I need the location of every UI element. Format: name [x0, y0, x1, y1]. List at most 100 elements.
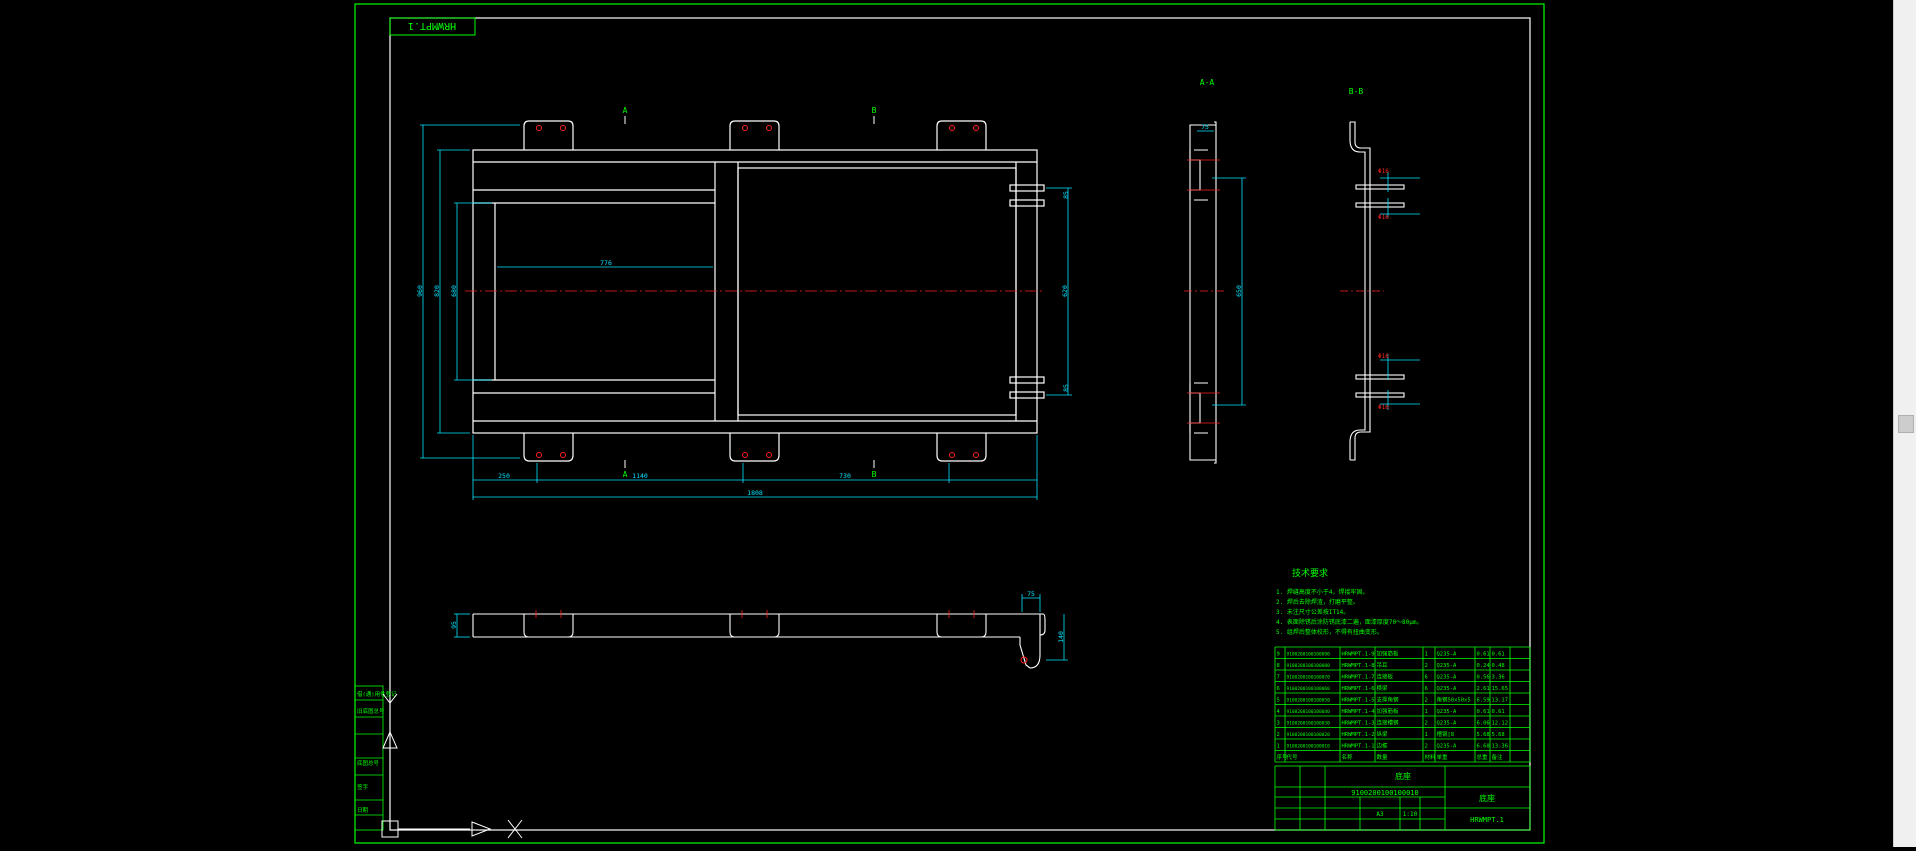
bom-cell-code: 9100200100100090 — [1287, 652, 1331, 658]
bom-cell-name: 连接槽钢 — [1377, 719, 1400, 727]
bom-cell-no: 3 — [1277, 721, 1280, 727]
vertical-scrollbar[interactable] — [1893, 0, 1916, 847]
tech-notes: 技术要求 1. 焊缝高度不小于4，焊接牢固。 2. 焊后去除焊渣，打磨平整。 3… — [1276, 567, 1423, 636]
bom-cell-w2: 15.65 — [1492, 686, 1509, 692]
dim-bb-3: Φ16 — [1378, 353, 1389, 360]
bom-cell-name: 加强筋板 — [1377, 707, 1400, 715]
bom-cell-code: 9100200100100070 — [1287, 675, 1331, 681]
lug-top-3 — [936, 120, 987, 150]
lug-bottom-3 — [936, 433, 987, 462]
bom-cell-code: 9100200100100040 — [1287, 709, 1331, 715]
top-view — [472, 120, 1045, 462]
bom-cell-material: Q235-A — [1437, 709, 1458, 715]
bom-cell-w2: 0.61 — [1492, 709, 1505, 715]
bom-cell-no: 5 — [1277, 698, 1280, 704]
bom-cell-qty: 2 — [1425, 698, 1428, 704]
bom-cell-no: 4 — [1277, 709, 1281, 715]
title-block-code: 9100200100100010 — [1351, 789, 1418, 797]
bom-cell-name: 纵梁 — [1377, 730, 1389, 738]
bom-cell-name: 支撑角钢 — [1377, 696, 1400, 704]
tech-note-5: 5. 组焊后整体校形，不得有扭曲变形。 — [1276, 628, 1383, 636]
lug-bottom-2 — [729, 433, 780, 462]
left-strip-2: 旧底图总号 — [357, 707, 385, 715]
bom-cell-code: 9100200100100050 — [1287, 698, 1331, 704]
bom-cell-code: 9100200100100080 — [1287, 663, 1331, 669]
bom-cell-qty: 6 — [1425, 675, 1428, 681]
play-arrow-icon — [471, 821, 492, 837]
bom-cell-w2: 12.12 — [1492, 721, 1509, 727]
view-aa-label: A-A — [1200, 78, 1215, 87]
bom-cell-material: Q235-A — [1437, 744, 1458, 750]
bom-cell-drawing: HRWMPT.1-5 — [1342, 698, 1375, 704]
bom-cell-name: 连接板 — [1377, 673, 1394, 681]
bom-cell-drawing: HRWMPT.1-4 — [1342, 709, 1376, 715]
tech-notes-title: 技术要求 — [1292, 567, 1328, 579]
dim-height-inner: 680 — [450, 285, 458, 297]
bom-cell-w1: 6.06 — [1477, 721, 1490, 727]
dim-right-small-top: 85 — [1062, 191, 1070, 199]
bom-cell-material: 槽钢[8 — [1437, 730, 1455, 738]
bom-cell-material: Q235-A — [1437, 652, 1458, 658]
bom-cell-qty: 1 — [1425, 652, 1428, 658]
bom-cell-w1: 0.56 — [1477, 675, 1490, 681]
tech-note-4: 4. 表面除锈后涂防锈底漆二遍，面漆厚度70～80μm。 — [1276, 618, 1423, 626]
bom-cell-drawing: HRWMPT.1-7 — [1342, 675, 1375, 681]
bom-cell-w1: 0.61 — [1477, 652, 1490, 658]
drawing-no-box — [389, 17, 476, 36]
dim-overall-length: 1808 — [747, 489, 763, 497]
outer-frame — [354, 3, 1545, 844]
dim-height-mid: 820 — [433, 285, 441, 297]
dim-right-small-bottom: 85 — [1062, 384, 1070, 392]
view-bb-label: B-B — [1349, 87, 1364, 96]
bom-cell-drawing: HRWMPT.1-9 — [1342, 652, 1375, 658]
section-bb-view — [1349, 121, 1405, 461]
bom-cell-w1: 5.68 — [1477, 732, 1490, 738]
lug-bottom-1 — [523, 433, 574, 462]
section-a-bottom: A — [623, 470, 628, 479]
top-view-dimensions — [420, 124, 1072, 500]
bom-cell-w1: 0.24 — [1477, 663, 1491, 669]
bom-cell-w2: 13.36 — [1492, 744, 1509, 750]
bom-header-cell: 备注 — [1492, 753, 1504, 761]
bom-header-cell: 名称 — [1342, 753, 1354, 761]
dim-height-outer: 960 — [416, 285, 424, 297]
dim-bottom-mid: 1140 — [632, 472, 648, 480]
dim-bb-1: Φ16 — [1378, 168, 1389, 175]
bom-cell-code: 9100200100100060 — [1287, 686, 1331, 692]
bom-cell-code: 9100200100100010 — [1287, 744, 1331, 750]
dim-side-right-height: 140 — [1057, 631, 1065, 643]
scrollbar-thumb[interactable] — [1898, 415, 1914, 433]
bom-cell-w2: 0.61 — [1492, 652, 1505, 658]
title-block-scale: 1:10 — [1403, 811, 1418, 818]
section-b-top: B — [872, 106, 877, 115]
title-block-part-name: 底座 — [1479, 793, 1495, 803]
bom-cell-w1: 0.61 — [1477, 709, 1490, 715]
bom-header-cell: 数量 — [1377, 753, 1389, 761]
tech-note-2: 2. 焊后去除焊渣，打磨平整。 — [1276, 598, 1359, 606]
left-strip-1: 借(通)用件登记 — [357, 690, 397, 698]
main-frame — [472, 149, 1038, 434]
bom-cell-material: Q235-A — [1437, 686, 1458, 692]
bom-header-cell: 序号 — [1277, 753, 1289, 761]
dim-side-left: 95 — [450, 621, 458, 629]
bom-cell-no: 1 — [1277, 744, 1280, 750]
left-strip — [354, 685, 384, 831]
tech-note-3: 3. 未注尺寸公差按IT14。 — [1276, 608, 1349, 616]
dim-bb-4: Φ16 — [1378, 404, 1389, 411]
section-aa-view — [1189, 121, 1217, 464]
bom-cell-qty: 1 — [1425, 732, 1428, 738]
lug-top-2 — [729, 120, 780, 150]
left-strip-4: 签字 — [357, 783, 369, 791]
bom-cell-w2: 13.17 — [1492, 698, 1509, 704]
bom-cell-name: 加强筋板 — [1377, 650, 1400, 658]
section-b-bottom: B — [872, 470, 877, 479]
bom-cell-qty: 2 — [1425, 663, 1428, 669]
bom-cell-w2: 5.68 — [1492, 732, 1505, 738]
bom-cell-material: Q235-A — [1437, 663, 1458, 669]
tech-note-1: 1. 焊缝高度不小于4，焊接牢固。 — [1276, 588, 1368, 596]
bom-cell-no: 2 — [1277, 732, 1280, 738]
dim-bottom-right: 730 — [839, 472, 851, 480]
